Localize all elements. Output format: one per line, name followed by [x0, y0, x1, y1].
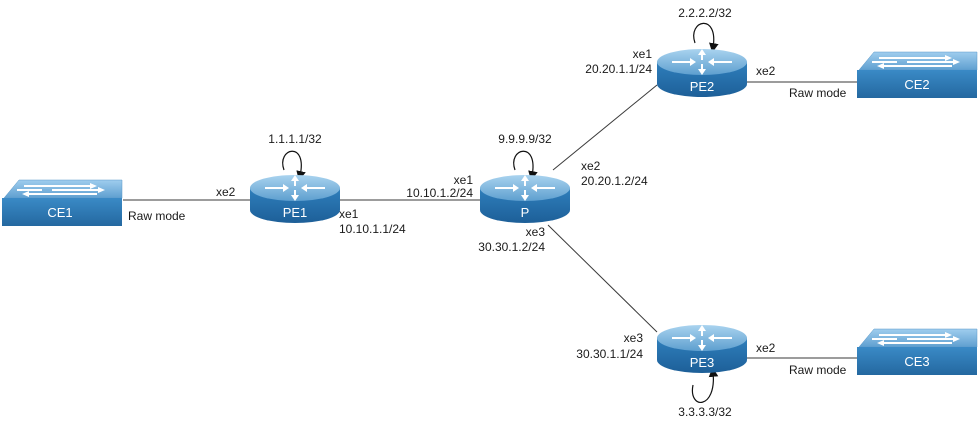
loopback-arrow-pe3: [691, 367, 719, 403]
raw-mode-label-ce3: Raw mode: [789, 363, 847, 377]
device-label: CE1: [47, 205, 72, 220]
loopback-label-pe3: 3.3.3.3/32: [678, 405, 732, 419]
ip-label-pe2-xe1: 20.20.1.1/24: [585, 62, 652, 76]
loopback-arrow-p: [513, 150, 538, 181]
device-label: P: [521, 205, 530, 220]
loopback-label-pe2: 2.2.2.2/32: [678, 6, 732, 20]
ip-label-pe3-xe3: 30.30.1.1/24: [576, 347, 643, 361]
switch-ce1[interactable]: CE1: [1, 179, 123, 227]
interface-label-pe3-xe2: xe2: [756, 341, 776, 355]
link-p-pe3: [547, 224, 658, 333]
interface-label-p-xe3: xe3: [526, 225, 546, 239]
ip-label-p-xe1: 10.10.1.2/24: [406, 186, 473, 200]
switch-ce3[interactable]: CE3: [856, 328, 978, 376]
interface-label-pe1-xe2: xe2: [216, 185, 236, 199]
ip-label-pe1-xe1: 10.10.1.1/24: [339, 222, 406, 236]
interface-label-p-xe1: xe1: [454, 173, 474, 187]
router-pe3[interactable]: PE3: [656, 324, 748, 374]
router-pe2[interactable]: PE2: [656, 48, 748, 98]
interface-label-pe3-xe3: xe3: [624, 331, 644, 345]
loopback-arrow-pe2: [693, 22, 719, 53]
link-p-pe2: [552, 84, 658, 171]
raw-mode-label-ce1: Raw mode: [128, 209, 186, 223]
device-label: PE1: [283, 205, 308, 220]
interface-label-pe2-xe2: xe2: [756, 64, 776, 78]
loopback-label-pe1: 1.1.1.1/32: [268, 132, 322, 146]
interface-label-pe1-xe1: xe1: [339, 207, 359, 221]
device-label: PE3: [690, 355, 715, 370]
device-label: CE2: [904, 77, 929, 92]
router-pe1[interactable]: PE1: [249, 174, 341, 224]
device-label: CE3: [904, 354, 929, 369]
interface-label-p-xe2: xe2: [581, 159, 601, 173]
switch-ce2[interactable]: CE2: [856, 51, 978, 99]
loopback-arrow-pe1: [282, 150, 306, 181]
raw-mode-label-ce2: Raw mode: [789, 86, 847, 100]
interface-label-pe2-xe1: xe1: [633, 47, 653, 61]
ip-label-p-xe3: 30.30.1.2/24: [478, 240, 545, 254]
router-p[interactable]: P: [479, 174, 571, 224]
device-label: PE2: [690, 79, 715, 94]
ip-label-p-xe2: 20.20.1.2/24: [581, 174, 648, 188]
loopback-label-p: 9.9.9.9/32: [498, 132, 552, 146]
